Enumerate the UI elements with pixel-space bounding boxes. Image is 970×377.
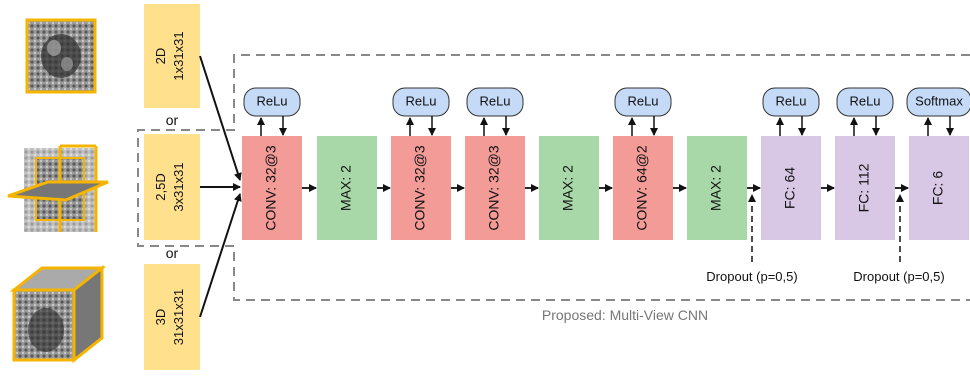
activation-node (762, 87, 820, 117)
activation-9: ReLu (836, 87, 894, 136)
or-label-1: or (166, 112, 179, 128)
layer-label: MAX: 2 (560, 165, 576, 211)
activation-node (906, 87, 970, 117)
layer-conv-4: CONV: 32@3 (465, 136, 525, 240)
layer-pool-7: MAX: 2 (687, 136, 747, 240)
layer-fc-10: FC: 6 (909, 136, 969, 240)
layer-label: FC: 6 (930, 171, 946, 205)
layer-label: CONV: 32@3 (263, 145, 279, 230)
layer-conv-3: CONV: 32@3 (391, 136, 451, 240)
or-label-2: or (166, 245, 179, 261)
conv-block (465, 136, 525, 240)
layer-pool-5: MAX: 2 (539, 136, 599, 240)
activation-label: ReLu (627, 93, 658, 108)
fc-block (761, 136, 821, 240)
fc-block (835, 136, 895, 240)
activation-label: ReLu (479, 93, 510, 108)
proposed-model-frame (137, 54, 970, 301)
input-2d-line2: 1x31x31 (171, 31, 186, 80)
thumbnail-25d-planes (7, 144, 109, 232)
dropout-1-label: Dropout (p=0,5) (706, 269, 797, 284)
layer-label: CONV: 64@2 (634, 145, 650, 230)
input-2d-line1: 2D (153, 48, 168, 65)
thumbnail-2d-patch (25, 18, 97, 94)
activation-label: Softmax (915, 93, 963, 108)
input-3d-line2: 31x31x31 (171, 289, 186, 345)
input-box-2d: 2D 1x31x31 (144, 4, 200, 108)
arrow-2d-to-conv (199, 55, 242, 181)
activation-4: ReLu (466, 87, 524, 136)
activation-6: ReLu (614, 87, 672, 136)
layer-label: MAX: 2 (338, 165, 354, 211)
input-3d-line1: 3D (153, 309, 168, 326)
pool-block (687, 136, 747, 240)
pool-block (539, 136, 599, 240)
layer-conv-1: CONV: 32@3 (242, 136, 302, 240)
activation-1: ReLu (243, 87, 301, 136)
layer-label: MAX: 2 (708, 165, 724, 211)
activation-node (243, 87, 301, 117)
conv-block (613, 136, 673, 240)
input-25d-line2: 3x31x31 (171, 162, 186, 211)
layer-label: FC: 112 (856, 163, 872, 212)
pool-block (317, 136, 377, 240)
layer-label: FC: 64 (782, 167, 798, 209)
activation-node (614, 87, 672, 117)
layer-label: CONV: 32@3 (412, 145, 428, 230)
activation-label: ReLu (775, 93, 806, 108)
thumbnail-3d-cube (9, 264, 107, 364)
caption: Proposed: Multi-View CNN (542, 307, 708, 323)
activation-label: ReLu (256, 93, 287, 108)
dropout-2-label: Dropout (p=0,5) (853, 269, 944, 284)
activation-label: ReLu (849, 93, 880, 108)
fc-block (909, 136, 969, 240)
activation-3: ReLu (392, 87, 450, 136)
activation-node (466, 87, 524, 117)
input-25d-line1: 2,5D (153, 173, 168, 200)
arrow-3d-to-conv (199, 193, 242, 318)
input-box-25d: 2,5D 3x31x31 (144, 134, 200, 240)
layer-fc-8: FC: 64 (761, 136, 821, 240)
activation-node (836, 87, 894, 117)
conv-block (391, 136, 451, 240)
activation-nodes: ReLu ReLu ReLu ReLu ReLu ReLu Softmax (243, 87, 970, 136)
conv-block (242, 136, 302, 240)
activation-node (392, 87, 450, 117)
layer-pool-2: MAX: 2 (317, 136, 377, 240)
input-box-3d: 3D 31x31x31 (144, 264, 200, 370)
layer-conv-6: CONV: 64@2 (613, 136, 673, 240)
layer-fc-9: FC: 112 (835, 136, 895, 240)
activation-10: Softmax (906, 87, 970, 136)
layer-pipeline: CONV: 32@3 MAX: 2 CONV: 32@3 CONV: 32@3 MAX:… (242, 136, 969, 240)
activation-8: ReLu (762, 87, 820, 136)
activation-label: ReLu (405, 93, 436, 108)
layer-label: CONV: 32@3 (486, 145, 502, 230)
